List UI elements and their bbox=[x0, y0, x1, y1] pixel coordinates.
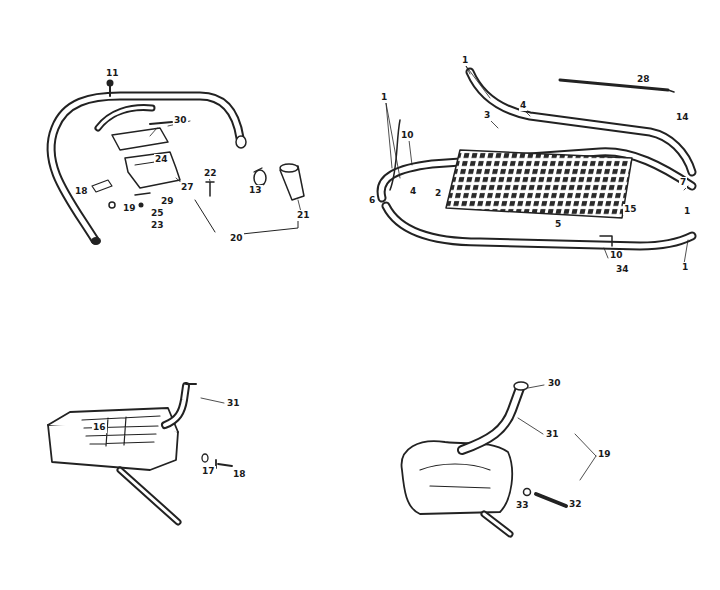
callout-number: 5 bbox=[554, 219, 562, 230]
callout-number: 6 bbox=[368, 195, 376, 206]
callout-number: 19 bbox=[122, 203, 137, 214]
callout-number: 17 bbox=[201, 466, 216, 477]
callout-number: 23 bbox=[150, 220, 165, 231]
callout-number: 13 bbox=[248, 185, 263, 196]
callout-number: 1 bbox=[683, 206, 691, 217]
callout-number: 27 bbox=[180, 182, 195, 193]
callout-number: 10 bbox=[400, 130, 415, 141]
callout-number: 18 bbox=[74, 186, 89, 197]
callout-number: 16 bbox=[92, 422, 107, 433]
callout-number: 21 bbox=[296, 210, 311, 221]
callout-number: 10 bbox=[609, 250, 624, 261]
callout-number: 33 bbox=[515, 500, 530, 511]
callout-number: 11 bbox=[105, 68, 120, 79]
callout-number: 30 bbox=[173, 115, 188, 126]
callout-number: 14 bbox=[675, 112, 690, 123]
callout-number: 1 bbox=[461, 55, 469, 66]
callout-number: 4 bbox=[409, 186, 417, 197]
callout-number: 32 bbox=[568, 499, 583, 510]
callout-number: 18 bbox=[232, 469, 247, 480]
callout-number: 31 bbox=[545, 429, 560, 440]
callout-number: 24 bbox=[154, 154, 169, 165]
callout-number: 4 bbox=[519, 100, 527, 111]
callout-number: 1 bbox=[380, 92, 388, 103]
callout-number: 7 bbox=[679, 177, 687, 188]
callout-number: 28 bbox=[636, 74, 651, 85]
callout-number: 34 bbox=[615, 264, 630, 275]
callout-number: 15 bbox=[623, 204, 638, 215]
callout-number: 22 bbox=[203, 168, 218, 179]
callout-number: 19 bbox=[597, 449, 612, 460]
callout-number: 2 bbox=[434, 188, 442, 199]
callout-number: 1 bbox=[681, 262, 689, 273]
callout-number: 25 bbox=[150, 208, 165, 219]
callout-number: 30 bbox=[547, 378, 562, 389]
callout-number: 3 bbox=[483, 110, 491, 121]
callout-number: 29 bbox=[160, 196, 175, 207]
callout-number: 20 bbox=[229, 233, 244, 244]
callout-number: 31 bbox=[226, 398, 241, 409]
